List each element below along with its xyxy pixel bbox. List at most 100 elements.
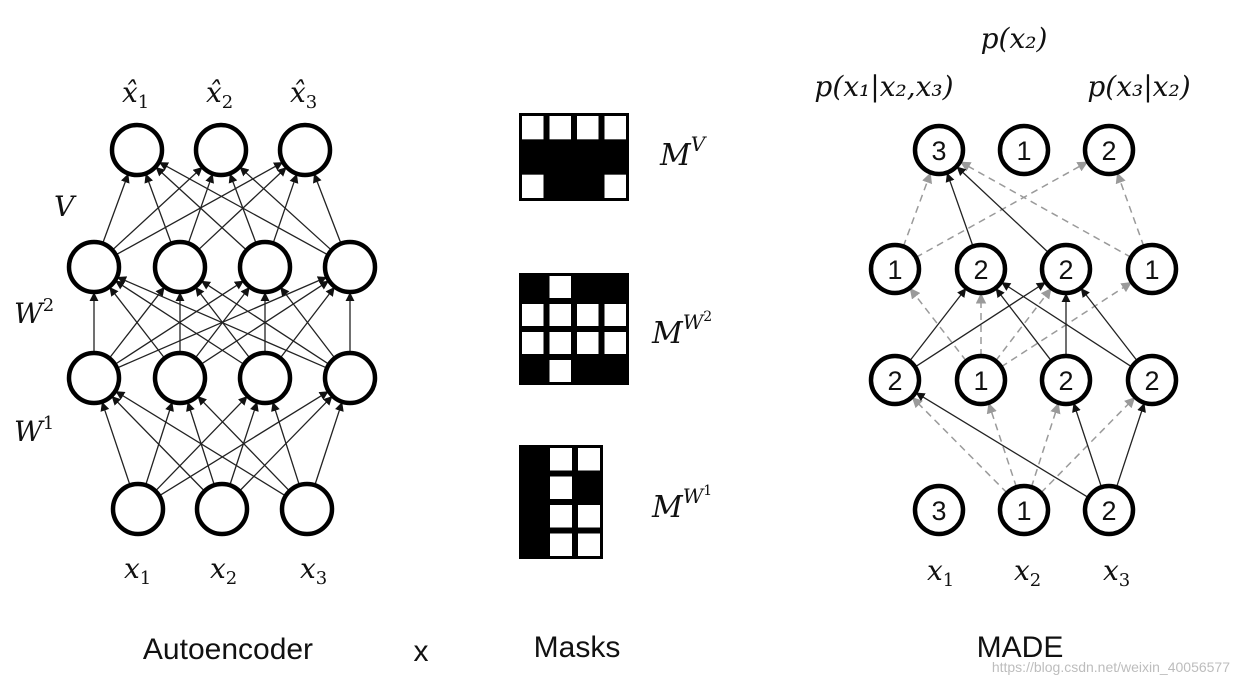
mask-cell-white	[549, 276, 571, 298]
mask-cell-white	[550, 448, 572, 471]
made-edge-w2-3-1	[1001, 282, 1133, 368]
autoencoder-nodes	[66, 122, 378, 537]
mask-label-mw1: MW1	[651, 483, 712, 525]
ae-node-h2-2	[152, 239, 208, 295]
made-degree-h2-3: 2	[1058, 255, 1073, 285]
made-edge-w2-0-1	[909, 288, 967, 362]
autoencoder-edges	[89, 161, 355, 497]
ae-edge-w1-0-0	[100, 401, 131, 486]
ae-node-h2-3	[237, 239, 293, 295]
separator-x: x	[414, 635, 429, 668]
mask-cell-white	[578, 505, 600, 528]
mask-mw2	[519, 273, 629, 385]
ae-node-h1-1	[66, 350, 122, 406]
ae-edge-w1-2-3	[314, 401, 344, 486]
ae-input-label-3: x3	[300, 552, 327, 589]
made-edge-w1-2-0	[915, 392, 1089, 499]
layer-label-v: V	[54, 190, 77, 223]
made-degree-in-2: 1	[1016, 496, 1031, 526]
made-node-out-3	[1082, 123, 1136, 177]
ae-edge-v-1-1	[187, 173, 214, 244]
caption-made: MADE	[977, 631, 1064, 664]
made-degree-h2-1: 1	[887, 255, 902, 285]
made-edge-v-2-0	[956, 166, 1049, 254]
made-edge-v-3-0	[959, 161, 1132, 258]
ae-node-out-3	[277, 122, 333, 178]
mask-cell-white	[604, 116, 626, 140]
ae-output-label-1: x̂1	[122, 76, 149, 113]
mask-cell-white	[550, 533, 572, 556]
mask-cell-white	[578, 448, 600, 471]
ae-edge-v-0-0	[102, 173, 130, 244]
mask-cell-white	[578, 533, 600, 556]
ae-edge-w1-2-0	[115, 391, 287, 497]
made-degree-h1-1: 2	[887, 366, 902, 396]
ae-edge-w2-3-0	[117, 276, 328, 369]
ae-edge-v-2-2	[272, 173, 299, 244]
ae-edge-v-3-2	[313, 173, 342, 244]
ae-edge-v-1-0	[144, 173, 172, 244]
made-node-h1-1	[868, 353, 922, 407]
made-node-out-2	[997, 123, 1051, 177]
ae-edge-w2-1-0	[109, 286, 166, 359]
ae-edge-v-2-0	[155, 166, 247, 251]
ae-edge-w1-2-1	[197, 396, 291, 492]
made-degree-in-3: 2	[1101, 496, 1116, 526]
mask-cell-white	[604, 174, 626, 198]
made-edge-w2-2-1	[995, 288, 1052, 362]
made-degree-out-2: 1	[1016, 136, 1031, 166]
made-edge-w1-2-2	[1072, 402, 1103, 488]
made-degree-out-1: 3	[931, 136, 946, 166]
ae-edge-v-0-2	[115, 162, 284, 256]
made-prob-right: p(x₃|x₂)	[1087, 70, 1190, 103]
made-edge-v-0-0	[902, 172, 932, 247]
watermark: https://blog.csdn.net/weixin_40056577	[992, 659, 1230, 675]
ae-node-out-2	[193, 122, 249, 178]
caption-autoencoder: Autoencoder	[143, 633, 313, 666]
ae-edge-v-3-1	[239, 166, 332, 251]
made-node-h2-2	[954, 242, 1008, 296]
ae-edge-v-1-2	[197, 167, 287, 251]
ae-node-in-2	[194, 481, 250, 537]
made-node-out-1	[912, 123, 966, 177]
made-node-h1-4	[1125, 353, 1179, 407]
made-degree-h1-2: 1	[973, 366, 988, 396]
mask-cell-white	[550, 476, 572, 499]
made-input-label-3: x3	[1103, 554, 1130, 591]
mask-mv	[519, 113, 629, 201]
ae-node-in-1	[110, 481, 166, 537]
made-node-h2-4	[1125, 242, 1179, 296]
made-node-in-1	[912, 483, 966, 537]
mask-cell-white	[522, 332, 544, 354]
mask-cell-white	[549, 360, 571, 382]
mask-cell-white	[549, 304, 571, 326]
mask-cell-white	[577, 304, 599, 326]
ae-output-label-3: x̂3	[290, 76, 317, 113]
made-edges	[902, 161, 1146, 499]
ae-node-h2-4	[322, 239, 378, 295]
made-degree-out-3: 2	[1101, 136, 1116, 166]
ae-edge-v-0-1	[111, 166, 203, 251]
ae-edge-w2-3-2	[280, 286, 336, 359]
mask-cell-white	[577, 116, 599, 140]
mask-cell-white	[522, 174, 544, 198]
made-edge-v-1-0	[945, 172, 974, 247]
made-degree-in-1: 3	[931, 496, 946, 526]
mask-cell-white	[549, 116, 571, 140]
made-edge-w2-1-2	[994, 288, 1052, 362]
made-prob-top: p(x₂)	[981, 22, 1048, 55]
made-input-label-2: x2	[1014, 554, 1041, 591]
made-prob-left: p(x₁|x₂,x₃)	[814, 70, 953, 103]
ae-input-label-2: x2	[210, 552, 237, 589]
ae-edge-w1-1-0	[111, 395, 205, 492]
ae-node-out-1	[109, 122, 165, 178]
made-edge-w1-1-1	[986, 402, 1018, 488]
made-edge-v-3-2	[1115, 172, 1145, 247]
made-degree-h2-2: 2	[973, 255, 988, 285]
ae-edge-v-3-0	[158, 161, 329, 256]
mask-cell-white	[522, 304, 544, 326]
layer-label-w2: W2	[14, 295, 54, 330]
ae-edge-w1-2-2	[271, 401, 300, 486]
